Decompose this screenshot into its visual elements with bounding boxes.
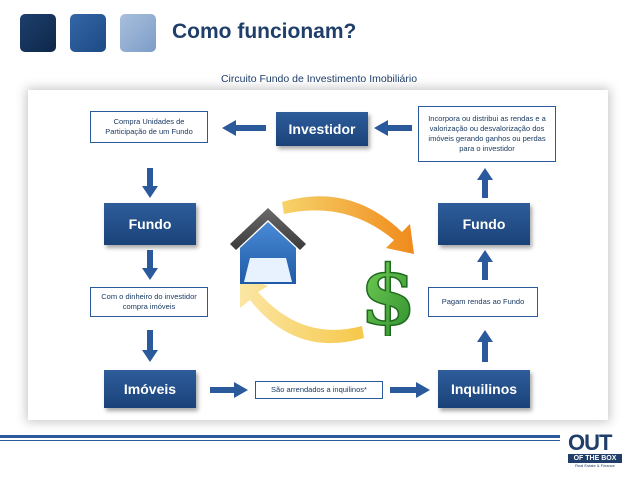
arrow-up-from-inquilinos xyxy=(477,330,493,362)
note-compra-unidades: Compra Unidades de Participação de um Fu… xyxy=(90,111,208,143)
arrow-down-from-fundo xyxy=(142,250,158,280)
footer-line-thin xyxy=(0,440,560,441)
node-inquilinos: Inquilinos xyxy=(438,370,530,408)
arrow-right-imoveis xyxy=(210,382,248,398)
node-fundo-right: Fundo xyxy=(438,203,530,245)
svg-text:$: $ xyxy=(359,252,416,336)
note-com-dinheiro: Com o dinheiro do investidor compra imóv… xyxy=(90,287,208,317)
header-square-mid xyxy=(70,14,106,52)
logo-sub: Real Estate & Finance xyxy=(575,463,615,468)
house-icon xyxy=(230,208,306,284)
arrow-down-to-imoveis xyxy=(142,330,158,362)
node-fundo-left: Fundo xyxy=(104,203,196,245)
page-title: Como funcionam? xyxy=(172,20,357,43)
note-pagam-rendas: Pagam rendas ao Fundo xyxy=(428,287,538,317)
footer-line xyxy=(0,435,560,438)
node-investidor: Investidor xyxy=(276,112,368,146)
header-square-dark xyxy=(20,14,56,52)
arrow-right-inquilinos xyxy=(390,382,430,398)
arrow-up-to-fundo xyxy=(477,250,493,280)
diagram-subtitle: Circuito Fundo de Investimento Imobiliár… xyxy=(220,73,418,85)
out-of-the-box-logo: OUT OF THE BOX Real Estate & Finance xyxy=(568,430,622,473)
arrow-left-investidor xyxy=(222,120,266,136)
arrow-down-to-fundo xyxy=(142,168,158,198)
arrow-left-to-investidor xyxy=(374,120,412,136)
arrow-up-from-fundo xyxy=(477,168,493,198)
note-arrendados: São arrendados a inquilinos* xyxy=(255,381,383,399)
logo-bar: OF THE BOX xyxy=(568,454,622,463)
logo-main: OUT xyxy=(568,430,612,455)
dollar-icon: $ xyxy=(359,252,418,336)
node-imoveis: Imóveis xyxy=(104,370,196,408)
note-incorpora: Incorpora ou distribui as rendas e a val… xyxy=(418,106,556,162)
header-square-light xyxy=(120,14,156,52)
